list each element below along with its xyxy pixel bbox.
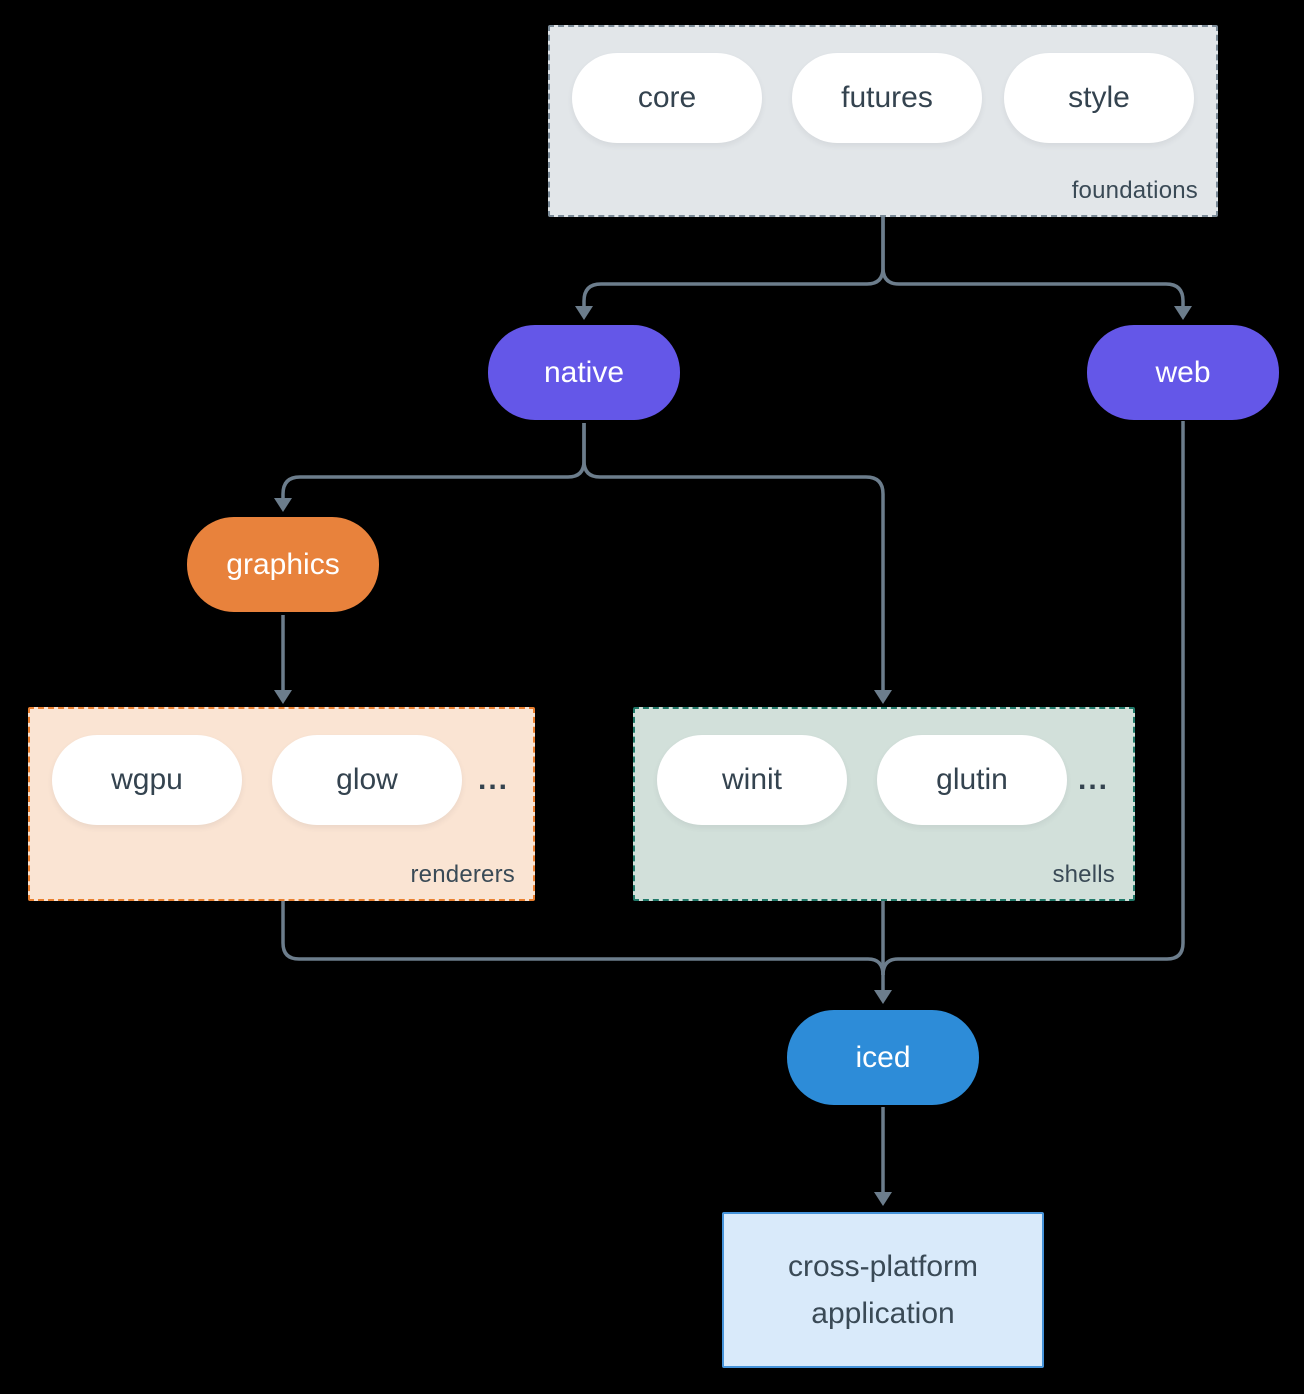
edge-renderers-iced [281,901,885,976]
edge-foundations-web [881,216,1185,306]
app-label-line1: cross-platform [787,1250,979,1283]
node-style: style [1004,53,1194,143]
group-shells-label: shells [1052,861,1115,888]
app-label-line2: application [811,1297,955,1330]
node-cross-platform-application: cross-platform application [722,1212,1044,1368]
group-shells: winit glutin ... shells [633,707,1135,901]
node-graphics-label: graphics [226,547,340,581]
node-winit-label: winit [721,763,782,796]
arrowhead-native [575,306,593,320]
node-wgpu-label: wgpu [111,763,183,796]
node-glutin: glutin [877,735,1067,825]
node-core-label: core [637,81,697,114]
node-web: web [1087,325,1279,420]
node-glutin-label: glutin [936,763,1008,796]
arrowhead-iced [874,990,892,1004]
group-renderers: wgpu glow ... renderers [28,707,535,901]
arrowhead-graphics [274,498,292,512]
edge-foundations-native [582,216,885,306]
arrowhead-renderers [274,690,292,704]
node-futures: futures [792,53,982,143]
group-foundations: core futures style foundations [548,25,1218,217]
shells-ellipsis: ... [1077,763,1109,796]
arrowhead-shells [874,690,892,704]
node-glow-label: glow [336,763,398,796]
node-web-label: web [1155,355,1211,389]
renderers-ellipsis: ... [477,763,509,796]
group-renderers-label: renderers [410,861,515,888]
edge-native-shells [582,423,885,690]
node-graphics: graphics [187,517,379,612]
node-iced: iced [787,1010,979,1105]
edge-native-graphics [281,423,586,498]
arrowhead-app [874,1192,892,1206]
node-winit: winit [657,735,847,825]
arrowhead-web [1174,306,1192,320]
node-glow: glow [272,735,462,825]
node-core: core [572,53,762,143]
node-wgpu: wgpu [52,735,242,825]
node-native: native [488,325,680,420]
group-foundations-label: foundations [1071,177,1198,204]
node-futures-label: futures [841,81,933,114]
node-style-label: style [1068,81,1130,114]
node-iced-label: iced [855,1040,911,1074]
node-native-label: native [543,355,625,389]
